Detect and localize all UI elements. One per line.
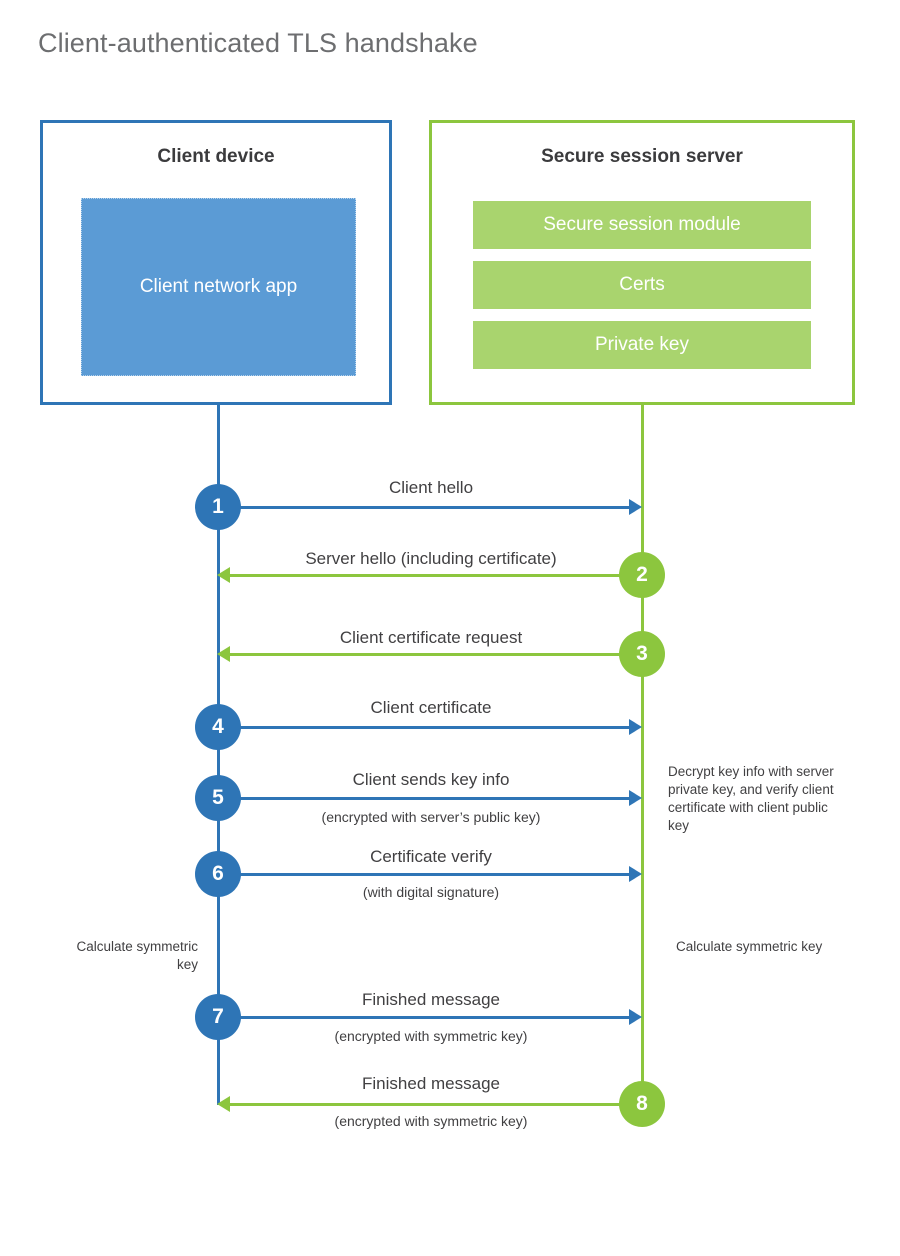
step-5-label: Client sends key info xyxy=(352,770,510,789)
step-8-arrowhead-left-icon xyxy=(217,1096,230,1112)
client-lifeline xyxy=(217,405,220,1105)
step-6-badge[interactable]: 6 xyxy=(195,851,241,897)
server-decrypt-verify-note: Decrypt key info with server private key… xyxy=(668,764,834,833)
step-1-arrowhead-right-icon xyxy=(629,499,642,515)
page-title: Client-authenticated TLS handshake xyxy=(38,28,478,58)
client-device-title: Client device xyxy=(157,146,275,167)
step-2-badge[interactable]: 2 xyxy=(619,552,665,598)
step-5-arrow-line xyxy=(219,797,629,800)
step-7-label: Finished message xyxy=(362,990,500,1009)
step-3-arrowhead-left-icon xyxy=(217,646,230,662)
step-6-label: Certificate verify xyxy=(370,847,492,866)
step-5-arrowhead-right-icon xyxy=(629,790,642,806)
step-5-badge[interactable]: 5 xyxy=(195,775,241,821)
step-2-arrowhead-left-icon xyxy=(217,567,230,583)
client-calculate-symmetric-key-note: Calculate symmetric key xyxy=(76,939,198,972)
step-1-label: Client hello xyxy=(388,478,474,497)
step-4-arrowhead-right-icon xyxy=(629,719,642,735)
step-5-sublabel: (encrypted with server’s public key) xyxy=(321,809,541,825)
step-1-arrow-line xyxy=(219,506,629,509)
step-1-badge[interactable]: 1 xyxy=(195,484,241,530)
step-4-label: Client certificate xyxy=(370,698,492,717)
server-module-secure-session-module: Secure session module xyxy=(473,201,811,249)
server-module-certs: Certs xyxy=(473,261,811,309)
client-device-box: Client device Client network app xyxy=(40,120,392,405)
step-8-label: Finished message xyxy=(362,1074,500,1093)
step-2-arrow-line xyxy=(230,574,630,577)
step-6-sublabel: (with digital signature) xyxy=(362,884,500,900)
secure-session-server-box: Secure session server Secure session mod… xyxy=(429,120,855,405)
step-8-sublabel: (encrypted with symmetric key) xyxy=(334,1113,528,1129)
secure-session-server-title: Secure session server xyxy=(541,146,743,167)
step-7-arrowhead-right-icon xyxy=(629,1009,642,1025)
server-module-private-key: Private key xyxy=(473,321,811,369)
step-3-arrow-line xyxy=(230,653,630,656)
step-2-label: Server hello (including certificate) xyxy=(305,549,557,568)
step-3-label: Client certificate request xyxy=(339,628,523,647)
step-8-badge[interactable]: 8 xyxy=(619,1081,665,1127)
step-3-badge[interactable]: 3 xyxy=(619,631,665,677)
step-6-arrow-line xyxy=(219,873,629,876)
step-8-arrow-line xyxy=(230,1103,630,1106)
step-7-sublabel: (encrypted with symmetric key) xyxy=(334,1028,528,1044)
server-module-list: Secure session module Certs Private key xyxy=(473,201,811,369)
step-7-arrow-line xyxy=(219,1016,629,1019)
server-lifeline xyxy=(641,405,644,1105)
client-network-app-block: Client network app xyxy=(81,198,356,376)
step-6-arrowhead-right-icon xyxy=(629,866,642,882)
server-calculate-symmetric-key-note: Calculate symmetric key xyxy=(676,939,823,954)
step-7-badge[interactable]: 7 xyxy=(195,994,241,1040)
step-4-arrow-line xyxy=(219,726,629,729)
step-4-badge[interactable]: 4 xyxy=(195,704,241,750)
